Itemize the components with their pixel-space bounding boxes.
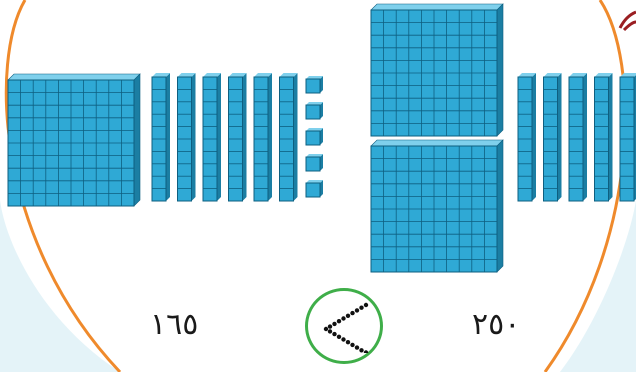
less-than-symbol <box>322 301 370 353</box>
ones-cube <box>306 128 323 145</box>
tens-rod <box>203 73 221 201</box>
ones-cube <box>306 102 323 119</box>
right-number: ٢٥٠ <box>472 307 520 342</box>
tens-rod <box>280 73 298 201</box>
tens-rod <box>595 73 613 201</box>
tens-rod <box>620 73 636 201</box>
tens-rod <box>254 73 272 201</box>
ones-cube <box>306 180 323 197</box>
ones-cube <box>306 154 323 171</box>
hundreds-flat <box>8 74 140 206</box>
tens-rod <box>229 73 247 201</box>
tens-rod <box>544 73 562 201</box>
hundreds-flat <box>371 4 503 136</box>
tens-rod <box>569 73 587 201</box>
red-sprig-decoration <box>620 12 636 30</box>
hundreds-flat <box>371 140 503 272</box>
comparison-answer-circle <box>305 288 383 364</box>
tens-rod <box>152 73 170 201</box>
left-number: ١٦٥ <box>150 307 198 342</box>
tens-rod <box>178 73 196 201</box>
ones-cube <box>306 76 323 93</box>
tens-rod <box>518 73 536 201</box>
